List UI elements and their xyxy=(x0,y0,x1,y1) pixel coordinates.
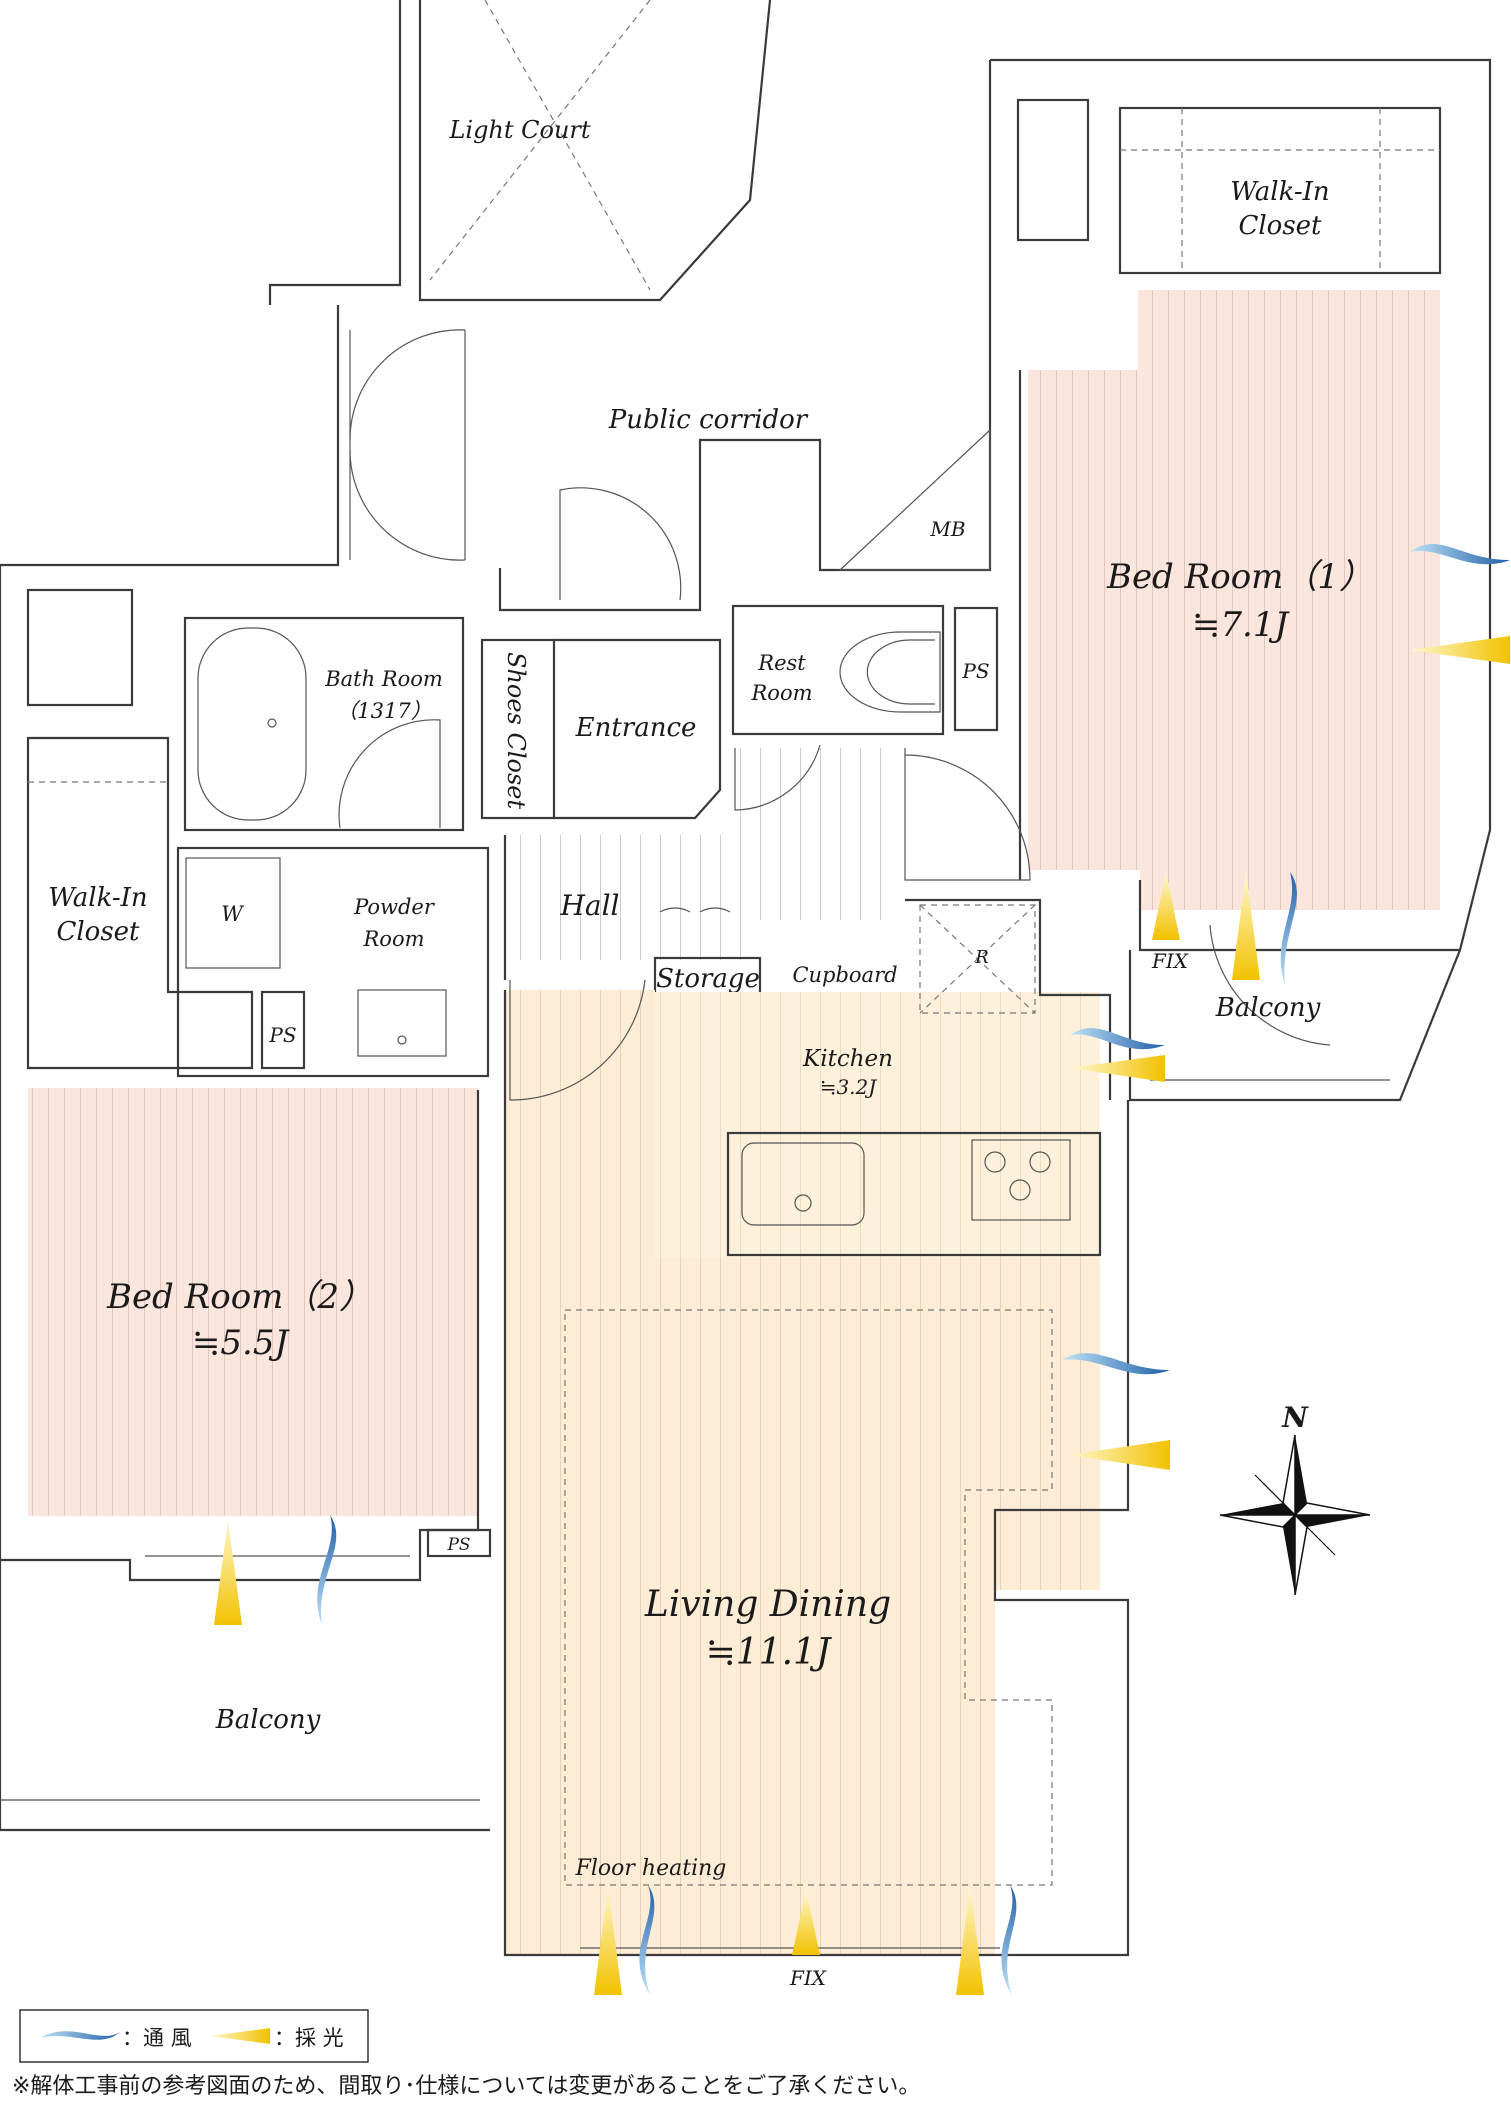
wind-icon xyxy=(40,2031,120,2040)
sunlight-icon xyxy=(594,1885,622,1995)
sunlight-icon xyxy=(1232,872,1260,980)
walk-in-closet-2-line2: Closet xyxy=(56,917,140,947)
floor-heating-label: Floor heating xyxy=(575,1856,727,1881)
sunlight-icon xyxy=(214,1520,242,1625)
public-corridor: Public corridor MB xyxy=(20,60,992,612)
storage-label: Storage xyxy=(656,964,760,994)
sunlight-icon xyxy=(956,1885,984,1995)
shoes-closet-label: Shoes Closet xyxy=(502,652,530,810)
bed-room-2-size: ≒5.5J xyxy=(192,1323,291,1363)
walk-in-closet-2-line1: Walk-In xyxy=(48,883,147,913)
powder-room-line1: Powder xyxy=(353,895,436,919)
sunlight-icon xyxy=(1068,1440,1170,1470)
kitchen-size: ≒3.2J xyxy=(820,1075,878,1099)
storage-box xyxy=(26,588,134,707)
bed-room-1-size: ≒7.1J xyxy=(1192,605,1291,645)
ps-label-2: PS xyxy=(961,659,989,683)
wind-icon xyxy=(1070,1028,1165,1050)
powder-room: W Powder Room xyxy=(176,846,490,1078)
walk-in-closet-1: Walk-In Closet xyxy=(1118,106,1442,275)
powder-room-line2: Room xyxy=(362,927,424,951)
sunlight-icon xyxy=(792,1890,820,1955)
mb-label: MB xyxy=(929,517,965,541)
balcony-upper: Balcony FIX xyxy=(1128,924,1462,1102)
sunlight-icon xyxy=(1410,636,1510,664)
bed-room-1-label: Bed Room（1） xyxy=(1106,557,1373,597)
legend: ：通 風 ：採 光 xyxy=(19,2009,369,2063)
entrance-label: Entrance xyxy=(575,713,697,743)
north-label: N xyxy=(1281,1401,1309,1434)
ps-label-4: PS xyxy=(446,1535,470,1555)
walk-in-closet-1-line2: Closet xyxy=(1238,211,1322,241)
living-dining-label: Living Dining xyxy=(644,1584,891,1625)
balcony-upper-label: Balcony xyxy=(1215,993,1321,1023)
fridge-label: R xyxy=(974,947,989,968)
wind-icon xyxy=(317,1515,337,1625)
bath-room-line1: Bath Room xyxy=(324,667,443,691)
legend-lighting: ：採 光 xyxy=(274,2026,344,2050)
living-dining: Living Dining ≒11.1J Floor heating xyxy=(503,979,1130,1957)
public-corridor-label: Public corridor xyxy=(608,405,809,435)
sunlight-icon xyxy=(1152,872,1180,940)
living-dining-size: ≒11.1J xyxy=(706,1632,833,1673)
entrance: Shoes Closet Entrance xyxy=(480,638,722,820)
bath-room-line2: （1317） xyxy=(336,699,431,723)
ps-label-1: PS xyxy=(268,1023,296,1047)
bed-room-2: Bed Room（2） ≒5.5J xyxy=(0,563,480,1582)
balcony-lower-label: Balcony xyxy=(215,1705,321,1735)
rest-room-line2: Room xyxy=(750,681,812,705)
ventilation-markers xyxy=(317,543,1510,1995)
wind-icon xyxy=(1410,543,1510,565)
cupboard-label: Cupboard xyxy=(792,963,897,987)
rest-room: Rest Room xyxy=(731,604,945,736)
walk-in-closet-2: Walk-In Closet xyxy=(26,736,254,1070)
wind-icon xyxy=(1062,1353,1170,1375)
disclaimer-note: ※解体工事前の参考図面のため、間取り･仕様については変更があることをご了承くださ… xyxy=(12,2074,920,2099)
kitchen: R Cupboard Kitchen ≒3.2J xyxy=(655,898,1112,1258)
rest-room-line1: Rest xyxy=(757,651,806,675)
bath-room: Bath Room （1317） xyxy=(183,616,465,832)
hall: Hall Storage xyxy=(503,744,1031,998)
balcony-lower: Balcony xyxy=(0,1560,490,1832)
walk-in-closet-1-line1: Walk-In xyxy=(1230,177,1329,207)
light-markers xyxy=(214,636,1510,1995)
bed-room-1: Bed Room（1） ≒7.1J xyxy=(990,58,1492,952)
wind-icon xyxy=(1280,872,1297,985)
wind-icon xyxy=(1001,1885,1017,1995)
kitchen-label: Kitchen xyxy=(802,1046,893,1072)
north-arrow: N xyxy=(1219,1401,1371,1596)
legend-ventilation: ：通 風 xyxy=(122,2026,192,2050)
bed-room-2-label: Bed Room（2） xyxy=(106,1277,373,1317)
fix-label-upper: FIX xyxy=(1151,949,1189,973)
hall-label: Hall xyxy=(559,889,619,922)
wind-icon xyxy=(639,1885,655,1995)
light-court: Light Court xyxy=(268,0,772,305)
sunlight-icon xyxy=(210,2028,270,2044)
fix-label-lower: FIX xyxy=(789,1966,827,1990)
sunlight-icon xyxy=(1070,1055,1165,1082)
light-court-label: Light Court xyxy=(448,116,590,144)
washer-label: W xyxy=(221,902,245,926)
